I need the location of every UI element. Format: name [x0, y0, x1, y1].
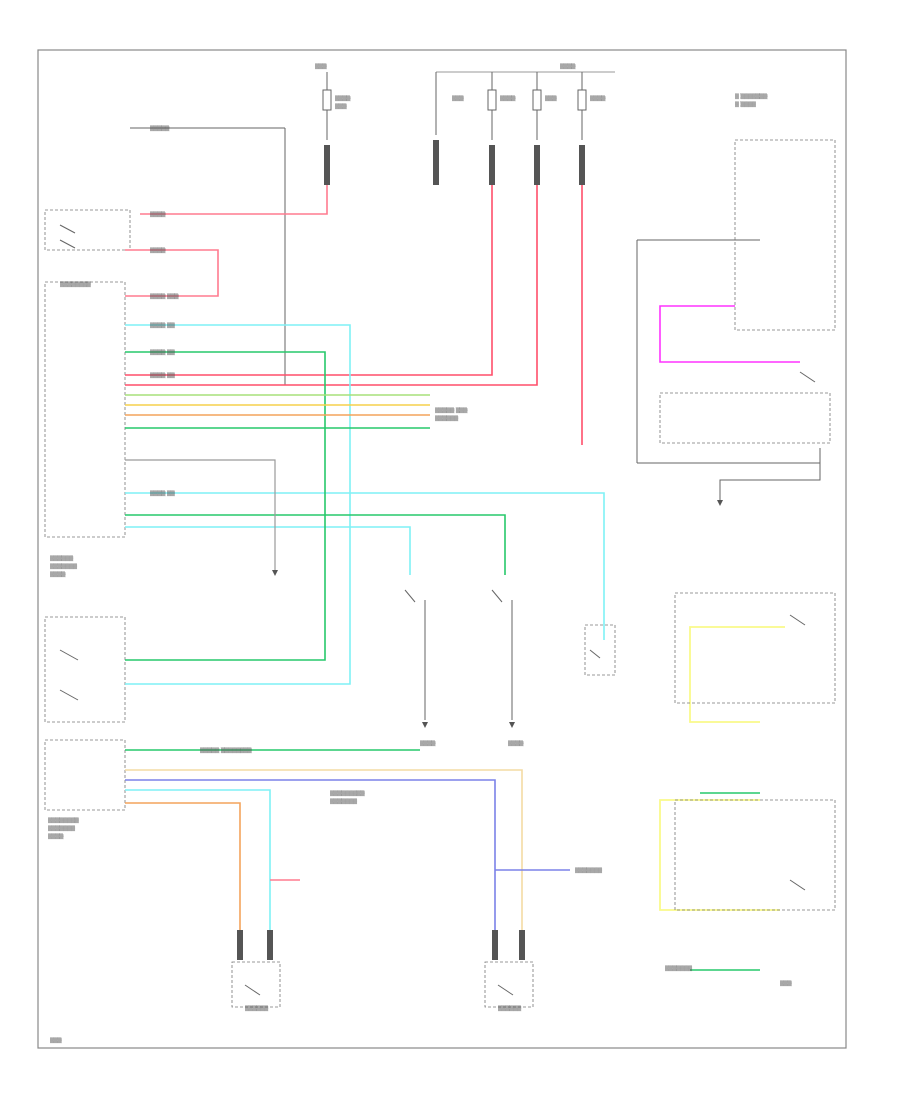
svg-text:▒▒▒▒▒▒▒▒: ▒▒▒▒▒▒▒▒ [48, 817, 79, 824]
fuse-block-left: ▒▒▒ ▒▒▒▒ ▒▒▒ [315, 63, 351, 140]
light-blue-to-left-door [125, 526, 411, 575]
blue-to-driver-switch [125, 779, 496, 960]
left-switch-box [44, 127, 286, 385]
right-seat-module [636, 139, 836, 500]
gray-bus [125, 459, 276, 570]
svg-text:▒▒▒▒▒▒▒: ▒▒▒▒▒▒▒ [330, 798, 357, 805]
driver-belt-switch [484, 930, 534, 1008]
fuse-connectors [324, 140, 585, 185]
fuse-block-right: ▒▒▒▒ ▒▒▒ ▒▒▒▒ ▒▒▒ ▒▒▒▒ [435, 63, 615, 140]
svg-text:▒▒▒: ▒▒▒ [780, 980, 792, 987]
green-to-mirror [125, 351, 326, 661]
svg-text:▒▒▒▒: ▒▒▒▒ [150, 211, 166, 218]
svg-text:▒▒▒▒▒▒: ▒▒▒▒▒▒ [50, 555, 73, 562]
svg-text:▒▒▒▒: ▒▒▒▒ [335, 95, 351, 102]
pink-switch-to-bcm [125, 249, 219, 297]
svg-text:▒▒▒▒▒▒▒: ▒▒▒▒▒▒▒ [50, 563, 77, 570]
door-switches [404, 589, 616, 720]
svg-text:▒▒▒: ▒▒▒ [452, 95, 464, 102]
svg-text:▒▒▒▒▒▒▒: ▒▒▒▒▒▒▒ [665, 965, 692, 972]
passenger-belt-switch [231, 930, 281, 1008]
red-fuse-3 [125, 185, 538, 386]
svg-text:▒▒▒▒▒ ▒▒▒: ▒▒▒▒▒ ▒▒▒ [435, 407, 468, 414]
red-fuse-2 [125, 185, 493, 376]
svg-text:▒▒▒▒▒▒▒▒: ▒▒▒▒▒▒▒▒ [60, 281, 91, 288]
svg-text:▒▒▒▒▒▒▒: ▒▒▒▒▒▒▒ [575, 867, 602, 874]
blurred-labels: ▒▒▒▒▒ ▒▒▒▒ ▒▒▒▒ ▒▒▒▒ ▒▒▒ ▒▒▒▒ ▒▒ ▒▒▒▒ ▒▒… [50, 125, 792, 1044]
svg-text:▒▒▒▒: ▒▒▒▒ [560, 63, 576, 70]
svg-text:▒▒▒: ▒▒▒ [335, 103, 347, 110]
mirror-switch-box [44, 616, 126, 723]
svg-text:▒▒▒▒ ▒▒: ▒▒▒▒ ▒▒ [150, 349, 175, 356]
svg-text:▒▒▒▒▒: ▒▒▒▒▒ [150, 125, 169, 132]
tan-to-driver-switch [125, 769, 523, 960]
light-blue-to-ajar [125, 492, 605, 640]
lockout-switches [674, 592, 836, 911]
svg-text:▒▒▒▒ ▒▒▒: ▒▒▒▒ ▒▒▒ [150, 293, 179, 300]
magenta-sensor [659, 305, 800, 363]
svg-text:▒▒▒▒: ▒▒▒▒ [50, 571, 66, 578]
svg-text:▒▒▒▒▒▒: ▒▒▒▒▒▒ [435, 415, 458, 422]
svg-text:▒▒▒: ▒▒▒ [545, 95, 557, 102]
svg-text:▒▒▒▒▒▒▒: ▒▒▒▒▒▒▒ [48, 825, 75, 832]
svg-text:▒▒▒▒▒ ▒▒▒▒▒▒▒▒: ▒▒▒▒▒ ▒▒▒▒▒▒▒▒ [200, 747, 252, 754]
svg-text:▒ ▒▒▒▒▒▒▒: ▒ ▒▒▒▒▒▒▒ [735, 93, 768, 100]
svg-text:▒▒▒▒: ▒▒▒▒ [48, 833, 64, 840]
pink-fuse-to-switch [140, 185, 328, 215]
top-right-legend: ▒ ▒▒▒▒▒▒▒ ▒ ▒▒▒▒ [735, 93, 768, 108]
svg-text:▒▒▒▒▒▒▒▒▒: ▒▒▒▒▒▒▒▒▒ [330, 790, 365, 797]
light-blue-to-mirror [125, 324, 351, 685]
svg-text:▒▒▒▒: ▒▒▒▒ [500, 95, 516, 102]
svg-text:▒▒▒▒▒▒: ▒▒▒▒▒▒ [245, 1005, 268, 1012]
pale-yellow-lockout [689, 626, 785, 723]
lock-module: ▒▒▒▒▒▒▒▒ ▒▒▒▒▒▒▒ ▒▒▒▒ [44, 739, 126, 840]
green-to-right-door [125, 514, 506, 575]
svg-text:▒▒▒▒: ▒▒▒▒ [508, 740, 524, 747]
svg-text:▒▒▒▒ ▒▒: ▒▒▒▒ ▒▒ [150, 372, 175, 379]
svg-text:▒ ▒▒▒▒: ▒ ▒▒▒▒ [735, 101, 756, 108]
svg-text:▒▒▒▒: ▒▒▒▒ [590, 95, 606, 102]
orange-to-pass-switch [125, 802, 241, 960]
svg-text:▒▒▒: ▒▒▒ [50, 1037, 62, 1044]
ground-symbols [272, 500, 723, 728]
svg-text:▒▒▒▒▒▒: ▒▒▒▒▒▒ [498, 1005, 521, 1012]
diagram-border [37, 49, 847, 1049]
body-control-module: ▒▒▒▒▒▒▒▒ ▒▒▒▒▒▒ ▒▒▒▒▒▒▒ ▒▒▒▒ [44, 281, 126, 578]
svg-text:▒▒▒▒: ▒▒▒▒ [150, 247, 166, 254]
svg-text:▒▒▒▒ ▒▒: ▒▒▒▒ ▒▒ [150, 490, 175, 497]
svg-text:▒▒▒: ▒▒▒ [315, 63, 327, 70]
svg-text:▒▒▒▒ ▒▒: ▒▒▒▒ ▒▒ [150, 322, 175, 329]
svg-text:▒▒▒▒: ▒▒▒▒ [420, 740, 436, 747]
